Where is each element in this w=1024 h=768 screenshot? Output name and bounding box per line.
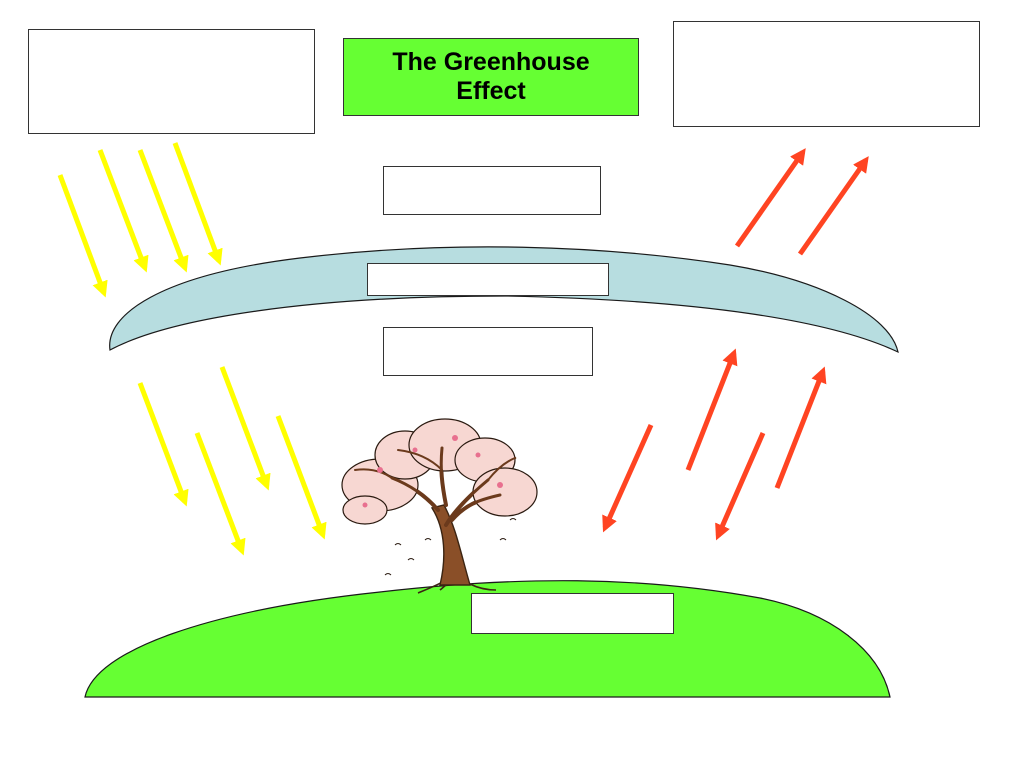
sunlight-arrow — [172, 142, 223, 266]
incoming-sunlight-arrows-lower — [137, 366, 327, 556]
heat-arrow-down — [602, 423, 654, 533]
atmosphere-layer — [109, 246, 899, 354]
sunlight-arrow — [219, 366, 271, 491]
sunlight-arrow — [137, 382, 189, 507]
heat-arrow-up — [774, 366, 827, 489]
diagram-title: The Greenhouse Effect — [392, 48, 590, 105]
label-box-below-atmosphere[interactable] — [383, 327, 593, 376]
trapped-heat-arrows — [602, 348, 827, 541]
label-box-space[interactable] — [673, 21, 980, 127]
label-box-atmosphere[interactable] — [367, 263, 609, 296]
sunlight-arrow — [194, 432, 246, 556]
label-box-above-atmosphere[interactable] — [383, 166, 601, 215]
incoming-sunlight-arrows-upper — [57, 142, 223, 298]
title-box: The Greenhouse Effect — [343, 38, 639, 116]
sunlight-arrow — [275, 415, 327, 540]
blossom-tree-icon — [341, 418, 538, 594]
heat-arrow-down — [715, 431, 766, 541]
escaping-heat-arrows — [734, 148, 869, 256]
label-box-sun[interactable] — [28, 29, 315, 134]
sunlight-arrow — [137, 149, 189, 273]
sunlight-arrow — [97, 149, 149, 273]
heat-arrow-up — [685, 348, 738, 471]
label-box-earth[interactable] — [471, 593, 674, 634]
heat-arrow-up — [797, 156, 869, 256]
sunlight-arrow — [57, 174, 108, 298]
heat-arrow-up — [734, 148, 806, 248]
ground-surface — [84, 580, 891, 698]
